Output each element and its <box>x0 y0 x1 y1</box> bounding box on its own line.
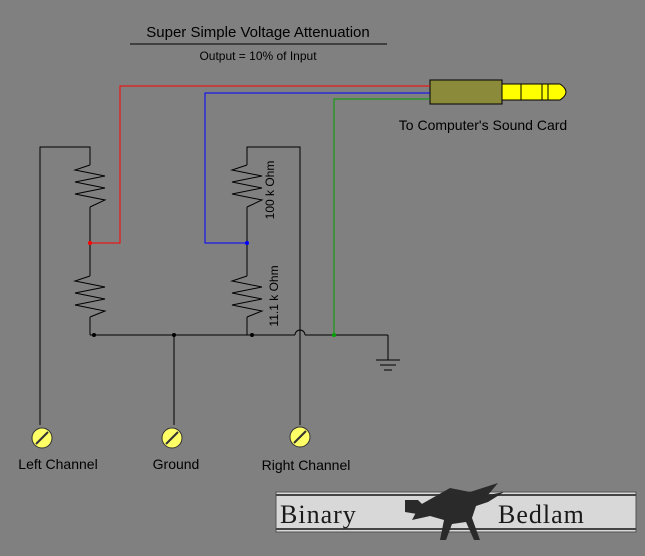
left-divider-network <box>39 146 107 425</box>
logo-right-word: Bedlam <box>498 500 585 529</box>
binary-bedlam-logo: Binary Bedlam <box>275 483 637 540</box>
ground-junction-dot-left <box>92 333 96 337</box>
ground-symbol-icon <box>376 359 400 371</box>
diagram-subtitle: Output = 10% of Input <box>199 49 317 63</box>
left-junction-dot <box>88 241 92 245</box>
logo-left-word: Binary <box>280 500 357 529</box>
stereo-plug-icon <box>429 79 567 105</box>
right-junction-dot <box>245 241 249 245</box>
resistor-top-label: 100 k Ohm <box>263 161 277 220</box>
terminal-label-ground: Ground <box>153 456 200 472</box>
terminal-label-left: Left Channel <box>18 456 97 472</box>
ground-junction-dot-right <box>250 333 254 337</box>
right-signal-wire <box>204 92 430 244</box>
left-channel-terminal-icon <box>31 427 53 449</box>
left-signal-wire <box>90 85 430 244</box>
right-channel-terminal-icon <box>289 426 311 448</box>
winged-horse-icon <box>405 483 504 540</box>
ground-signal-junction-dot <box>332 333 336 337</box>
terminal-label-right: Right Channel <box>262 457 351 473</box>
resistor-bottom-label: 11.1 k Ohm <box>267 265 281 326</box>
ground-signal-wire <box>333 98 430 335</box>
ground-junction-dot-center <box>172 333 176 337</box>
jack-label: To Computer's Sound Card <box>399 117 567 133</box>
ground-terminal-icon <box>161 427 183 449</box>
diagram-title: Super Simple Voltage Attenuation <box>146 24 370 41</box>
ground-bus <box>90 329 389 425</box>
